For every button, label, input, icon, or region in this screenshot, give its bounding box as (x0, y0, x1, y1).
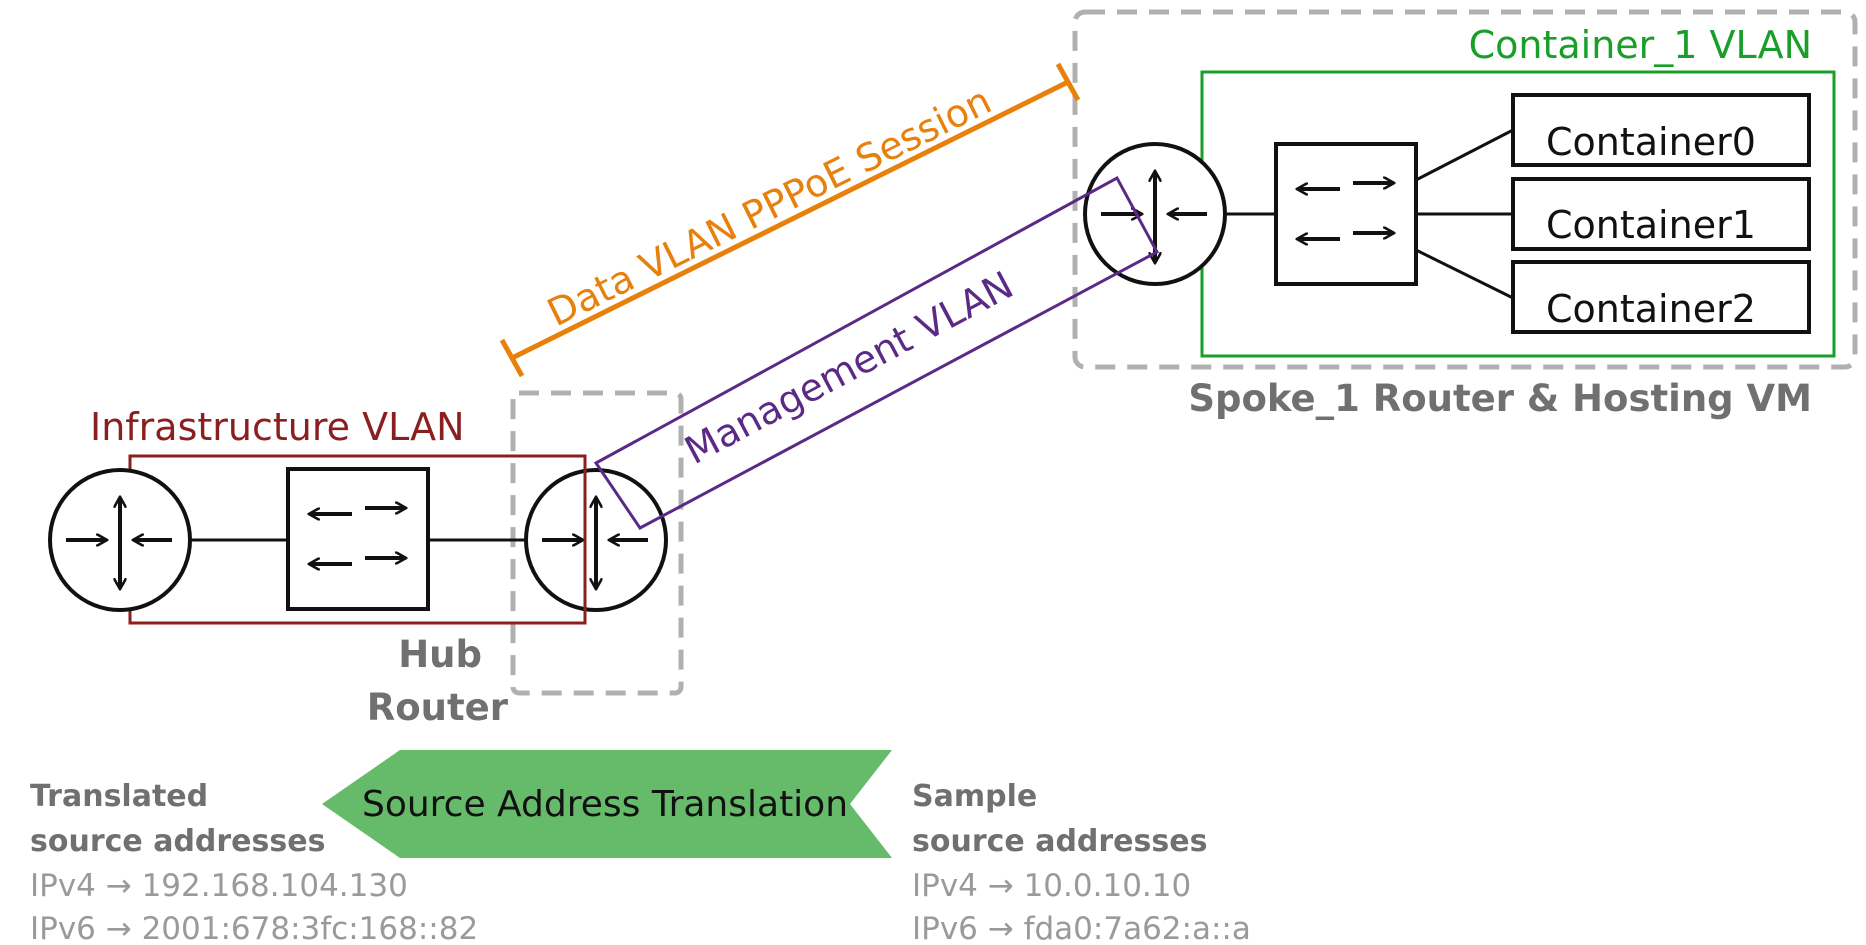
spoke-router-label: Spoke_1 Router & Hosting VM (1188, 377, 1812, 420)
hub-label-line2: Router (367, 686, 509, 729)
sample-addresses: Sample source addresses IPv4 → 10.0.10.1… (912, 779, 1251, 945)
container0-box: Container0 (1511, 93, 1811, 167)
translated-addresses: Translated source addresses IPv4 → 192.1… (30, 779, 478, 945)
container2-label: Container2 (1546, 287, 1756, 331)
translated-title-1: Translated (30, 779, 208, 814)
infrastructure-router-icon (48, 468, 192, 612)
data-vlan-bracket (499, 62, 1081, 378)
spoke-dashed-box (1072, 9, 1858, 370)
container-switch-icon (1274, 142, 1418, 286)
spoke-router-icon (1083, 142, 1227, 286)
container2-box: Container2 (1511, 260, 1811, 334)
link-container2 (1415, 248, 1514, 300)
container0-label: Container0 (1546, 120, 1756, 164)
sample-title-1: Sample (912, 779, 1037, 814)
hub-label-line1: Hub (398, 633, 482, 676)
translated-title-2: source addresses (30, 824, 325, 859)
hub-dashed-box (510, 390, 684, 696)
translated-ipv4: IPv4 → 192.168.104.130 (30, 868, 408, 904)
sample-title-2: source addresses (912, 824, 1207, 859)
translation-arrow (322, 750, 892, 858)
infrastructure-vlan-label: Infrastructure VLAN (90, 405, 465, 449)
management-vlan-label: Management VLAN (678, 263, 1021, 473)
hub-router-icon (524, 468, 668, 612)
management-vlan-tunnel (593, 175, 1160, 530)
container1-box: Container1 (1511, 177, 1811, 251)
container1-label: Container1 (1546, 203, 1756, 247)
infrastructure-switch-icon (286, 467, 430, 611)
container-vlan-label: Container_1 VLAN (1469, 23, 1812, 67)
sample-ipv6: IPv6 → fda0:7a62:a::a (912, 911, 1251, 945)
data-vlan-label: Data VLAN PPPoE Session (540, 78, 998, 335)
translated-ipv6: IPv6 → 2001:678:3fc:168::82 (30, 911, 478, 945)
sample-ipv4: IPv4 → 10.0.10.10 (912, 868, 1191, 904)
translation-label: Source Address Translation (362, 784, 848, 825)
link-container0 (1415, 128, 1514, 182)
